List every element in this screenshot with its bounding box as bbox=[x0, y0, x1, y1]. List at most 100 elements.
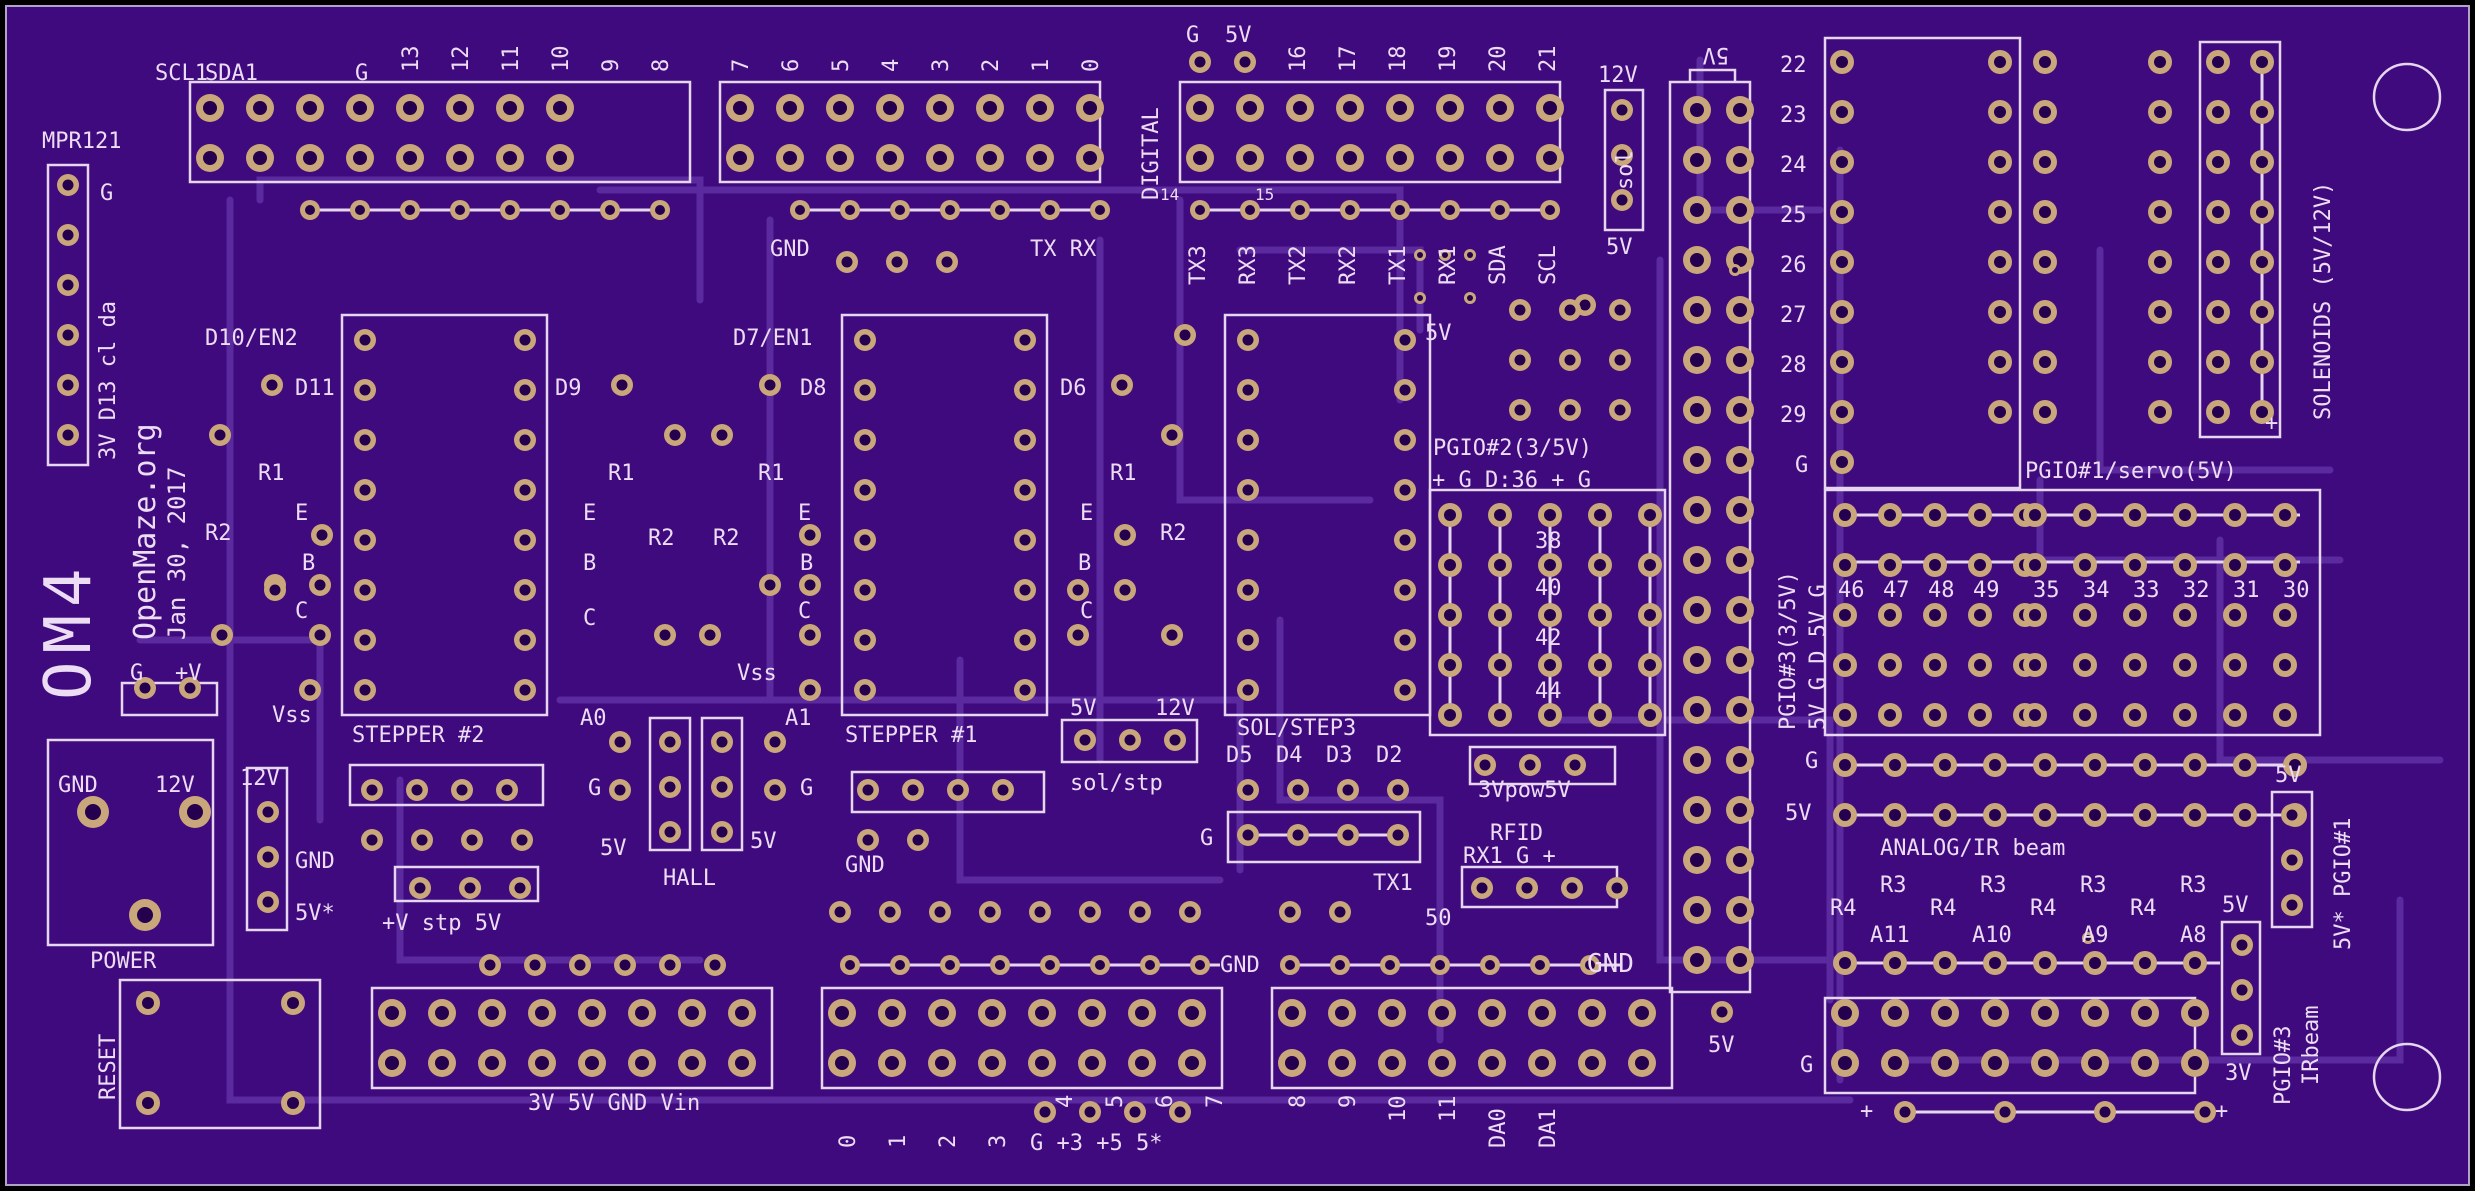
pad-hole bbox=[1179, 329, 1191, 341]
pad-hole bbox=[1938, 1006, 1952, 1020]
pad-hole bbox=[1116, 379, 1128, 391]
pad-hole bbox=[2239, 809, 2251, 821]
label-d2: D2 bbox=[1376, 743, 1403, 768]
pad-hole bbox=[1733, 253, 1747, 267]
pad-hole bbox=[1690, 953, 1704, 967]
pad-hole bbox=[1939, 759, 1951, 771]
pad-hole bbox=[1019, 484, 1031, 496]
pad-hole bbox=[1644, 559, 1656, 571]
label-solenoids: SOLENOIDS (5V/12V) bbox=[2311, 182, 2336, 420]
pad-hole bbox=[1733, 653, 1747, 667]
pad-hole bbox=[1594, 509, 1606, 521]
pad-hole bbox=[1072, 629, 1084, 641]
pad-hole bbox=[1579, 299, 1591, 311]
pad-hole bbox=[1989, 809, 2001, 821]
pad-hole bbox=[1564, 354, 1576, 366]
label-r2b: R2 bbox=[648, 526, 675, 551]
pad-hole bbox=[2154, 106, 2166, 118]
pad-hole bbox=[2039, 406, 2051, 418]
pad-hole bbox=[1836, 356, 1848, 368]
pad-hole bbox=[1733, 953, 1747, 967]
label-h9: 9 bbox=[599, 59, 624, 72]
label-5v-star: 5V* bbox=[295, 901, 335, 926]
pad-hole bbox=[1690, 253, 1704, 267]
pad-hole bbox=[1184, 906, 1196, 918]
pad-hole bbox=[1494, 609, 1506, 621]
pad-hole bbox=[1395, 205, 1405, 215]
pad-hole bbox=[2179, 509, 2191, 521]
label-c34: 34 bbox=[2083, 578, 2110, 603]
pad-hole bbox=[2129, 659, 2141, 671]
pad-hole bbox=[262, 806, 274, 818]
pad-hole bbox=[716, 826, 728, 838]
pad-hole bbox=[1988, 1006, 2002, 1020]
pad-hole bbox=[403, 151, 417, 165]
pad-hole bbox=[1836, 456, 1848, 468]
label-gnd-left: GND bbox=[845, 853, 885, 878]
pad-hole bbox=[1974, 509, 1986, 521]
pad-hole bbox=[62, 179, 74, 191]
pad-hole bbox=[1393, 101, 1407, 115]
pad-hole bbox=[1733, 203, 1747, 217]
pad-hole bbox=[1444, 709, 1456, 721]
pad-hole bbox=[2286, 899, 2298, 911]
pad-hole bbox=[2029, 659, 2041, 671]
pad-hole bbox=[359, 584, 371, 596]
label-pow: 3Vpow5V bbox=[1478, 778, 1571, 803]
pad-hole bbox=[2256, 256, 2268, 268]
pad-hole bbox=[669, 429, 681, 441]
pad-hole bbox=[303, 151, 317, 165]
pad-hole bbox=[1185, 1056, 1199, 1070]
label-pgio2-sig: + G D:36 + G bbox=[1432, 468, 1591, 493]
pad-hole bbox=[519, 684, 531, 696]
pad-hole bbox=[1193, 151, 1207, 165]
pad-hole bbox=[1594, 659, 1606, 671]
pad-hole bbox=[616, 379, 628, 391]
pad-hole bbox=[2139, 759, 2151, 771]
pad-hole bbox=[1899, 1106, 1911, 1118]
label-b5: 5 bbox=[1103, 1095, 1128, 1108]
pad-hole bbox=[1635, 1006, 1649, 1020]
label-mpr-pins: 3V D13 cl da bbox=[96, 301, 121, 460]
pad-hole bbox=[2079, 509, 2091, 521]
label-h1: 1 bbox=[1029, 59, 1054, 72]
pad-hole bbox=[2079, 609, 2091, 621]
pad-hole bbox=[859, 434, 871, 446]
label-r2d: R2 bbox=[1160, 521, 1187, 546]
pad-hole bbox=[1242, 484, 1254, 496]
pad-hole bbox=[1524, 759, 1536, 771]
pad-hole bbox=[1035, 1006, 1049, 1020]
label-gnd-mid: GND bbox=[1220, 953, 1260, 978]
pad-hole bbox=[1544, 659, 1556, 671]
pad-hole bbox=[1839, 559, 1851, 571]
pad-hole bbox=[503, 151, 517, 165]
label-g-a0: G bbox=[588, 776, 601, 801]
label-h6: 6 bbox=[779, 59, 804, 72]
label-pgio3: PGIO#3(3/5V) bbox=[1776, 571, 1801, 730]
pad-hole bbox=[1836, 206, 1848, 218]
pad-hole bbox=[1733, 453, 1747, 467]
pad-hole bbox=[62, 229, 74, 241]
label-rx3: RX3 bbox=[1236, 245, 1261, 285]
pad-hole bbox=[1335, 1006, 1349, 1020]
pad-hole bbox=[359, 684, 371, 696]
pad-hole bbox=[1929, 559, 1941, 571]
label-r1c: R1 bbox=[758, 461, 785, 486]
pad-hole bbox=[1839, 809, 1851, 821]
pad-hole bbox=[1544, 609, 1556, 621]
pad-hole bbox=[664, 781, 676, 793]
pad-hole bbox=[1495, 205, 1505, 215]
pad-hole bbox=[2279, 709, 2291, 721]
pad-hole bbox=[1884, 559, 1896, 571]
pad-hole bbox=[2039, 106, 2051, 118]
label-h16: 16 bbox=[1286, 46, 1311, 73]
pad-hole bbox=[1444, 559, 1456, 571]
pad-hole bbox=[1994, 156, 2006, 168]
pad-hole bbox=[1594, 559, 1606, 571]
pad-hole bbox=[605, 205, 615, 215]
pad-hole bbox=[535, 1056, 549, 1070]
pad-hole bbox=[862, 834, 874, 846]
pad-hole bbox=[2139, 957, 2151, 969]
pad-hole bbox=[1974, 659, 1986, 671]
pad-hole bbox=[1494, 659, 1506, 671]
